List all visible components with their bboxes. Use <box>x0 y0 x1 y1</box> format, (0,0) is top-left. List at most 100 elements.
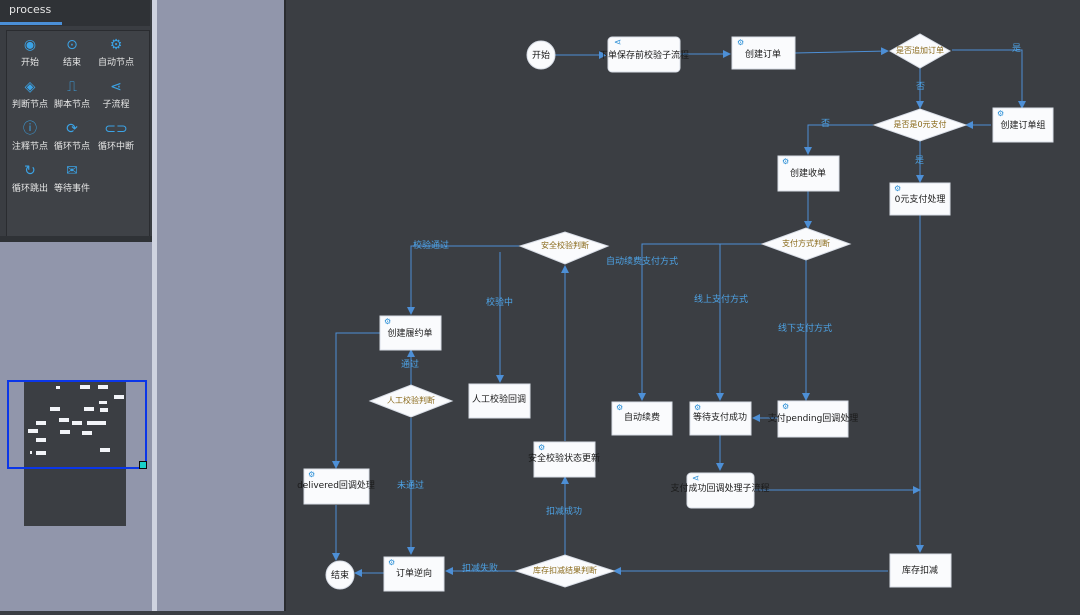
edge-pay-online <box>716 243 783 401</box>
node-create-contract[interactable]: ⚙ 创建履约单 <box>379 315 442 351</box>
node-start[interactable]: 开始 <box>526 40 556 70</box>
node-pay-method-decision[interactable]: 支付方式判断 <box>760 227 852 261</box>
node-create-order-group-label: 创建订单组 <box>1000 119 1045 131</box>
node-security-check-label: 安全校验判断 <box>541 240 589 250</box>
auto-node-icon: ⚙ <box>109 37 123 53</box>
palette-item-label: 子流程 <box>102 100 130 110</box>
node-create-receipt-label: 创建收单 <box>790 167 826 179</box>
edge-contract-to-delivered <box>332 332 380 469</box>
palette-item-label: 等待事件 <box>53 184 90 194</box>
gear-icon: ⚙ <box>782 402 789 411</box>
node-create-order-group[interactable]: ⚙ 创建订单组 <box>992 107 1054 143</box>
panel-splitter[interactable] <box>152 0 157 611</box>
node-create-contract-label: 创建履约单 <box>387 327 432 339</box>
edge-label-deduct-success: 扣减成功 <box>546 505 582 517</box>
edge-security-pass <box>407 245 520 315</box>
palette-item-loop[interactable]: ⟳ 循环节点 <box>49 119 95 159</box>
node-pay-success-sub-label: 支付成功回调处理子流程 <box>670 482 769 494</box>
node-zero-pay-decision[interactable]: 是否是0元支付 <box>872 108 968 142</box>
node-append-order-label: 是否追加订单 <box>896 45 944 55</box>
edge-label-deduct-fail: 扣减失败 <box>462 562 498 574</box>
gear-icon: ⚙ <box>997 109 1004 118</box>
gear-icon: ⚙ <box>616 403 623 412</box>
node-security-update-label: 安全校验状态更新 <box>528 452 600 464</box>
loop-break-icon: ⊂⊃ <box>104 121 128 137</box>
edge-label-not-pass: 未通过 <box>397 479 424 491</box>
end-icon: ⊙ <box>66 37 78 53</box>
palette-item-start[interactable]: ◉ 开始 <box>7 35 53 75</box>
palette-title[interactable]: process <box>9 3 52 16</box>
node-manual-callback[interactable]: 人工校验回调 <box>468 383 531 419</box>
node-stock-result-decision[interactable]: 库存扣减结果判断 <box>514 554 616 588</box>
palette-item-subprocess[interactable]: ⋖子流程 <box>93 77 139 117</box>
gear-icon: ⚙ <box>384 317 391 326</box>
palette-item-label: 脚本节点 <box>53 100 90 110</box>
node-wait-pay-label: 等待支付成功 <box>693 411 747 423</box>
share-icon: ⋖ <box>692 474 700 484</box>
node-manual-check-label: 人工校验判断 <box>387 395 435 405</box>
overview-minimap[interactable] <box>24 382 126 526</box>
node-pay-success-subprocess[interactable]: ⋖ 支付成功回调处理子流程 <box>670 472 770 509</box>
node-delivered-label: delivered回调处理 <box>297 479 375 491</box>
palette-item-end[interactable]: ⊙结束 <box>49 35 95 75</box>
palette-tab-underline <box>0 22 62 25</box>
node-manual-callback-label: 人工校验回调 <box>472 393 526 405</box>
node-order-reverse[interactable]: ⚙ 订单逆向 <box>383 556 445 592</box>
palette-item-decision[interactable]: ◈判断节点 <box>7 77 53 117</box>
node-manual-check-decision[interactable]: 人工校验判断 <box>368 384 454 418</box>
gear-icon: ⚙ <box>737 38 744 47</box>
node-zero-pay-handle-label: 0元支付处理 <box>895 193 946 205</box>
node-create-receipt[interactable]: ⚙ 创建收单 <box>777 155 840 192</box>
edge-append-yes <box>952 49 1026 109</box>
edge-label-no2: 否 <box>821 118 830 129</box>
palette-item-label: 自动节点 <box>97 58 134 68</box>
node-zero-pay-handle[interactable]: ⚙ 0元支付处理 <box>889 182 951 216</box>
node-security-update[interactable]: ⚙ 安全校验状态更新 <box>528 441 600 478</box>
palette-item-script[interactable]: ⎍脚本节点 <box>49 77 95 117</box>
left-panel: process ◉ 开始 ⊙结束 ⚙ 自动节点 ◈判断节点 ⎍脚本节点 ⋖子流程 ⓘ… <box>0 0 152 611</box>
minimap-viewport[interactable] <box>7 380 147 469</box>
node-presave-subprocess[interactable]: ⋖ 下单保存前校验子流程 <box>599 36 689 73</box>
palette-item-loop-break[interactable]: ⊂⊃ 循环中断 <box>93 119 139 159</box>
node-end[interactable]: 结束 <box>325 560 355 590</box>
node-pay-method-label: 支付方式判断 <box>782 238 830 248</box>
info-icon: ⓘ <box>23 121 37 137</box>
node-auto-renew[interactable]: ⚙ 自动续费 <box>611 401 673 436</box>
edge-label-checking: 校验中 <box>486 296 513 308</box>
node-stock-deduct-label: 库存扣减 <box>902 564 938 576</box>
edge-pay-auto <box>638 243 764 401</box>
palette-item-label: 开始 <box>20 58 39 68</box>
palette-item-label: 循环中断 <box>97 142 134 152</box>
palette-item-label: 循环节点 <box>53 142 90 152</box>
decision-icon: ◈ <box>24 79 36 95</box>
node-start-label: 开始 <box>532 49 550 61</box>
palette-item-wait-event[interactable]: ✉等待事件 <box>49 161 95 201</box>
edge-label-offline-method: 线下支付方式 <box>778 322 832 334</box>
viewport-resize-handle[interactable] <box>139 461 147 469</box>
node-pending-callback-label: 支付pending回调处理 <box>768 412 859 424</box>
node-stock-deduct[interactable]: 库存扣减 <box>889 553 952 588</box>
node-append-order-decision[interactable]: 是否追加订单 <box>888 33 952 69</box>
gear-icon: ⚙ <box>694 403 701 412</box>
node-security-check-decision[interactable]: 安全校验判断 <box>518 231 610 265</box>
palette-item-auto-node[interactable]: ⚙ 自动节点 <box>93 35 139 75</box>
loop-icon: ⟳ <box>66 121 78 137</box>
edge-label-auto-renew-method: 自动续费支付方式 <box>606 255 678 267</box>
diagram-canvas[interactable]: 是 否 否 是 校验通过 校验中 自动续费支付方式 线上支付方式 线下支付方式 … <box>286 0 1080 611</box>
panel-separator <box>0 236 152 242</box>
property-panel <box>157 0 284 611</box>
node-wait-pay[interactable]: ⚙ 等待支付成功 <box>689 401 752 436</box>
node-create-order[interactable]: ⚙ 创建订单 <box>731 36 796 70</box>
share-icon: ⋖ <box>614 38 622 48</box>
start-icon: ◉ <box>23 37 37 53</box>
node-pending-callback[interactable]: ⚙ 支付pending回调处理 <box>768 400 859 438</box>
node-end-label: 结束 <box>331 569 349 581</box>
edge-create-order-to-append <box>794 47 889 56</box>
node-delivered-callback[interactable]: ⚙ delivered回调处理 <box>297 468 375 505</box>
gear-icon: ⚙ <box>782 157 789 166</box>
palette-item-loop-exit[interactable]: ↻循环跳出 <box>7 161 53 201</box>
gear-icon: ⚙ <box>308 470 315 479</box>
gear-icon: ⚙ <box>538 443 545 452</box>
